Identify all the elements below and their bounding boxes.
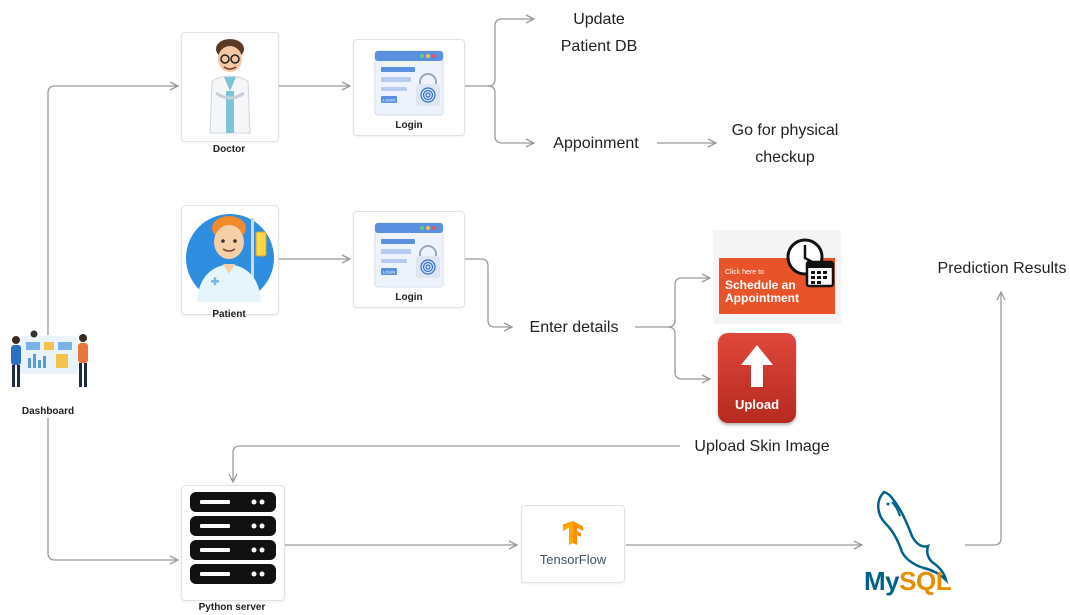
login-button-text: LOGIN [383, 98, 396, 103]
mysql-label: MySQL [864, 566, 964, 597]
enter-details-label: Enter details [529, 319, 619, 336]
doctor-login-node[interactable]: LOGIN Login [353, 39, 465, 136]
dashboard-label: Dashboard [21, 406, 75, 417]
appointment-label: Appoinment [553, 135, 639, 152]
edge-login-update [465, 19, 534, 87]
edge-upload-python [233, 445, 680, 482]
schedule-line2: Appointment [725, 291, 799, 305]
tensorflow-label: TensorFlow [539, 552, 607, 567]
patient-login-label: Login [395, 292, 423, 303]
doctor-label: Doctor [212, 144, 246, 155]
patient-avatar-icon [185, 208, 275, 308]
edge-enterdetails-schedule [635, 278, 710, 328]
login-window-fingerprint-icon: LOGIN [374, 50, 444, 116]
patient-node[interactable] [181, 205, 279, 315]
mysql-wordmark-sql: SQL [899, 566, 952, 596]
edge-login-enterdetails [465, 258, 512, 327]
edge-dashboard-doctor [47, 86, 178, 335]
update-db-line2: Patient DB [560, 38, 638, 55]
dashboard-people-icon [6, 328, 92, 392]
schedule-small-text: Click here to [725, 269, 764, 276]
upload-skin-image-label: Upload Skin Image [694, 438, 830, 455]
doctor-login-label: Login [395, 120, 423, 131]
schedule-line1: Schedule an [725, 278, 796, 292]
patient-login-node[interactable]: LOGIN Login [353, 211, 465, 308]
edge-mysql-prediction [965, 292, 1001, 546]
upload-arrow-icon [740, 343, 774, 389]
upload-button[interactable]: Upload [718, 333, 796, 423]
upload-badge-label: Upload [734, 397, 780, 412]
mysql-wordmark: MySQL [864, 566, 952, 596]
python-server-node[interactable] [181, 485, 285, 601]
edge-dashboard-python [47, 418, 178, 560]
patient-label: Patient [212, 309, 246, 320]
python-server-label: Python server [198, 602, 266, 613]
physical-line1: Go for physical [731, 122, 839, 139]
update-db-label: Update Patient DB [540, 6, 658, 60]
login-button-text: LOGIN [383, 270, 396, 275]
doctor-node[interactable] [181, 32, 279, 142]
physical-line2: checkup [755, 149, 815, 166]
tensorflow-logo-icon [562, 520, 584, 546]
clock-calendar-icon [785, 236, 837, 290]
doctor-avatar-icon [202, 37, 258, 137]
server-rack-icon [188, 490, 278, 598]
login-window-fingerprint-icon: LOGIN [374, 222, 444, 288]
schedule-appointment-button[interactable]: Click here to Schedule an Appointment [713, 230, 841, 324]
physical-checkup-label: Go for physical checkup [718, 117, 852, 171]
update-db-line1: Update [573, 11, 625, 28]
prediction-results-label: Prediction Results [937, 260, 1067, 277]
edge-enterdetails-upload [667, 326, 710, 379]
mysql-dolphin-logo-icon [862, 488, 962, 596]
edge-login-appointment [487, 85, 534, 143]
tensorflow-node[interactable]: TensorFlow [521, 505, 625, 583]
